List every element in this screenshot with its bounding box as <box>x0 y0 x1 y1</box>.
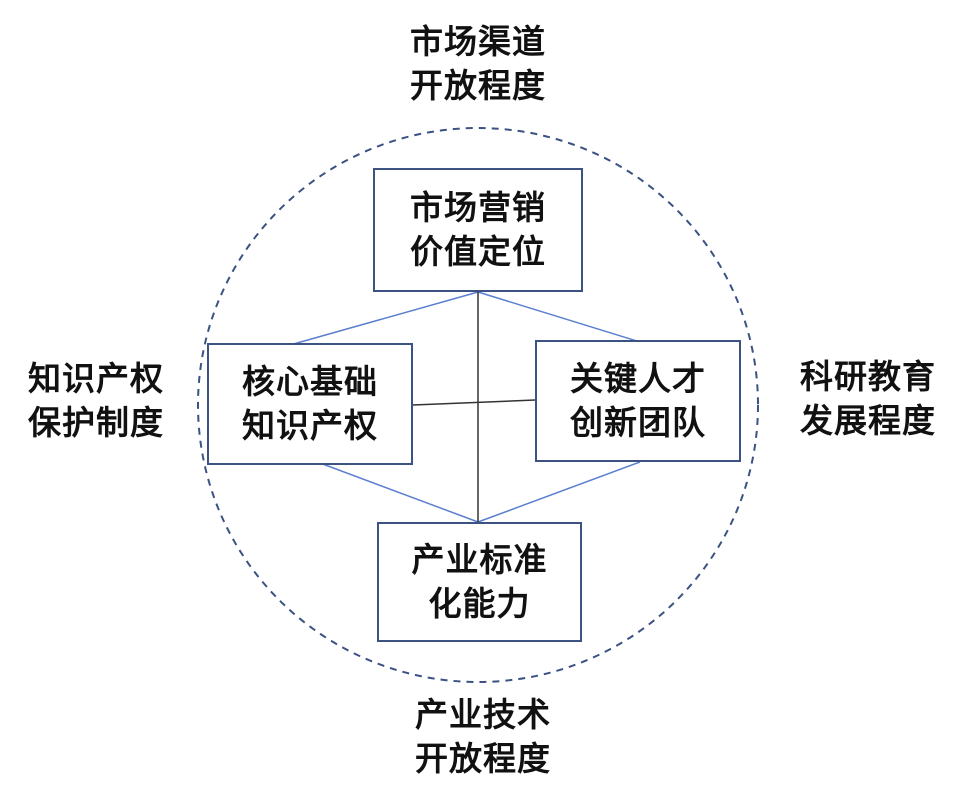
box-right-line-1: 关键人才 <box>570 359 706 398</box>
box-left-line-1: 核心基础 <box>242 362 378 401</box>
diamond-line-top-right <box>477 291 641 343</box>
outer-label-right-line-2: 发展程度 <box>800 401 936 440</box>
outer-label-bottom-line-2: 开放程度 <box>415 739 551 778</box>
cross-line-horizontal <box>412 399 536 406</box>
box-left: 核心基础 知识产权 <box>207 343 413 465</box>
outer-label-top-line-1: 市场渠道 <box>410 22 546 61</box>
outer-label-left-line-1: 知识产权 <box>28 359 164 398</box>
outer-label-top: 市场渠道 开放程度 <box>358 20 598 108</box>
box-right-line-2: 创新团队 <box>570 403 706 442</box>
outer-label-left: 知识产权 保护制度 <box>6 357 186 445</box>
box-right: 关键人才 创新团队 <box>535 340 741 462</box>
box-bottom: 产业标准 化能力 <box>377 522 582 642</box>
outer-label-right-line-1: 科研教育 <box>800 357 936 396</box>
box-top-line-2: 价值定位 <box>410 232 546 271</box>
diamond-line-top-left <box>289 291 479 346</box>
box-top-line-1: 市场营销 <box>410 188 546 227</box>
outer-label-bottom: 产业技术 开放程度 <box>363 693 603 781</box>
outer-label-left-line-2: 保护制度 <box>28 403 164 442</box>
box-top: 市场营销 价值定位 <box>373 168 583 292</box>
box-bottom-line-1: 产业标准 <box>411 540 548 579</box>
outer-label-top-line-2: 开放程度 <box>410 66 546 105</box>
diamond-line-bottom-right <box>477 461 641 523</box>
outer-dashed-circle <box>197 127 759 683</box>
box-left-line-2: 知识产权 <box>242 406 378 445</box>
box-bottom-line-2: 化能力 <box>428 584 531 623</box>
outer-label-right: 科研教育 发展程度 <box>778 355 958 443</box>
outer-label-bottom-line-1: 产业技术 <box>415 695 551 734</box>
diamond-line-bottom-left <box>319 462 479 523</box>
